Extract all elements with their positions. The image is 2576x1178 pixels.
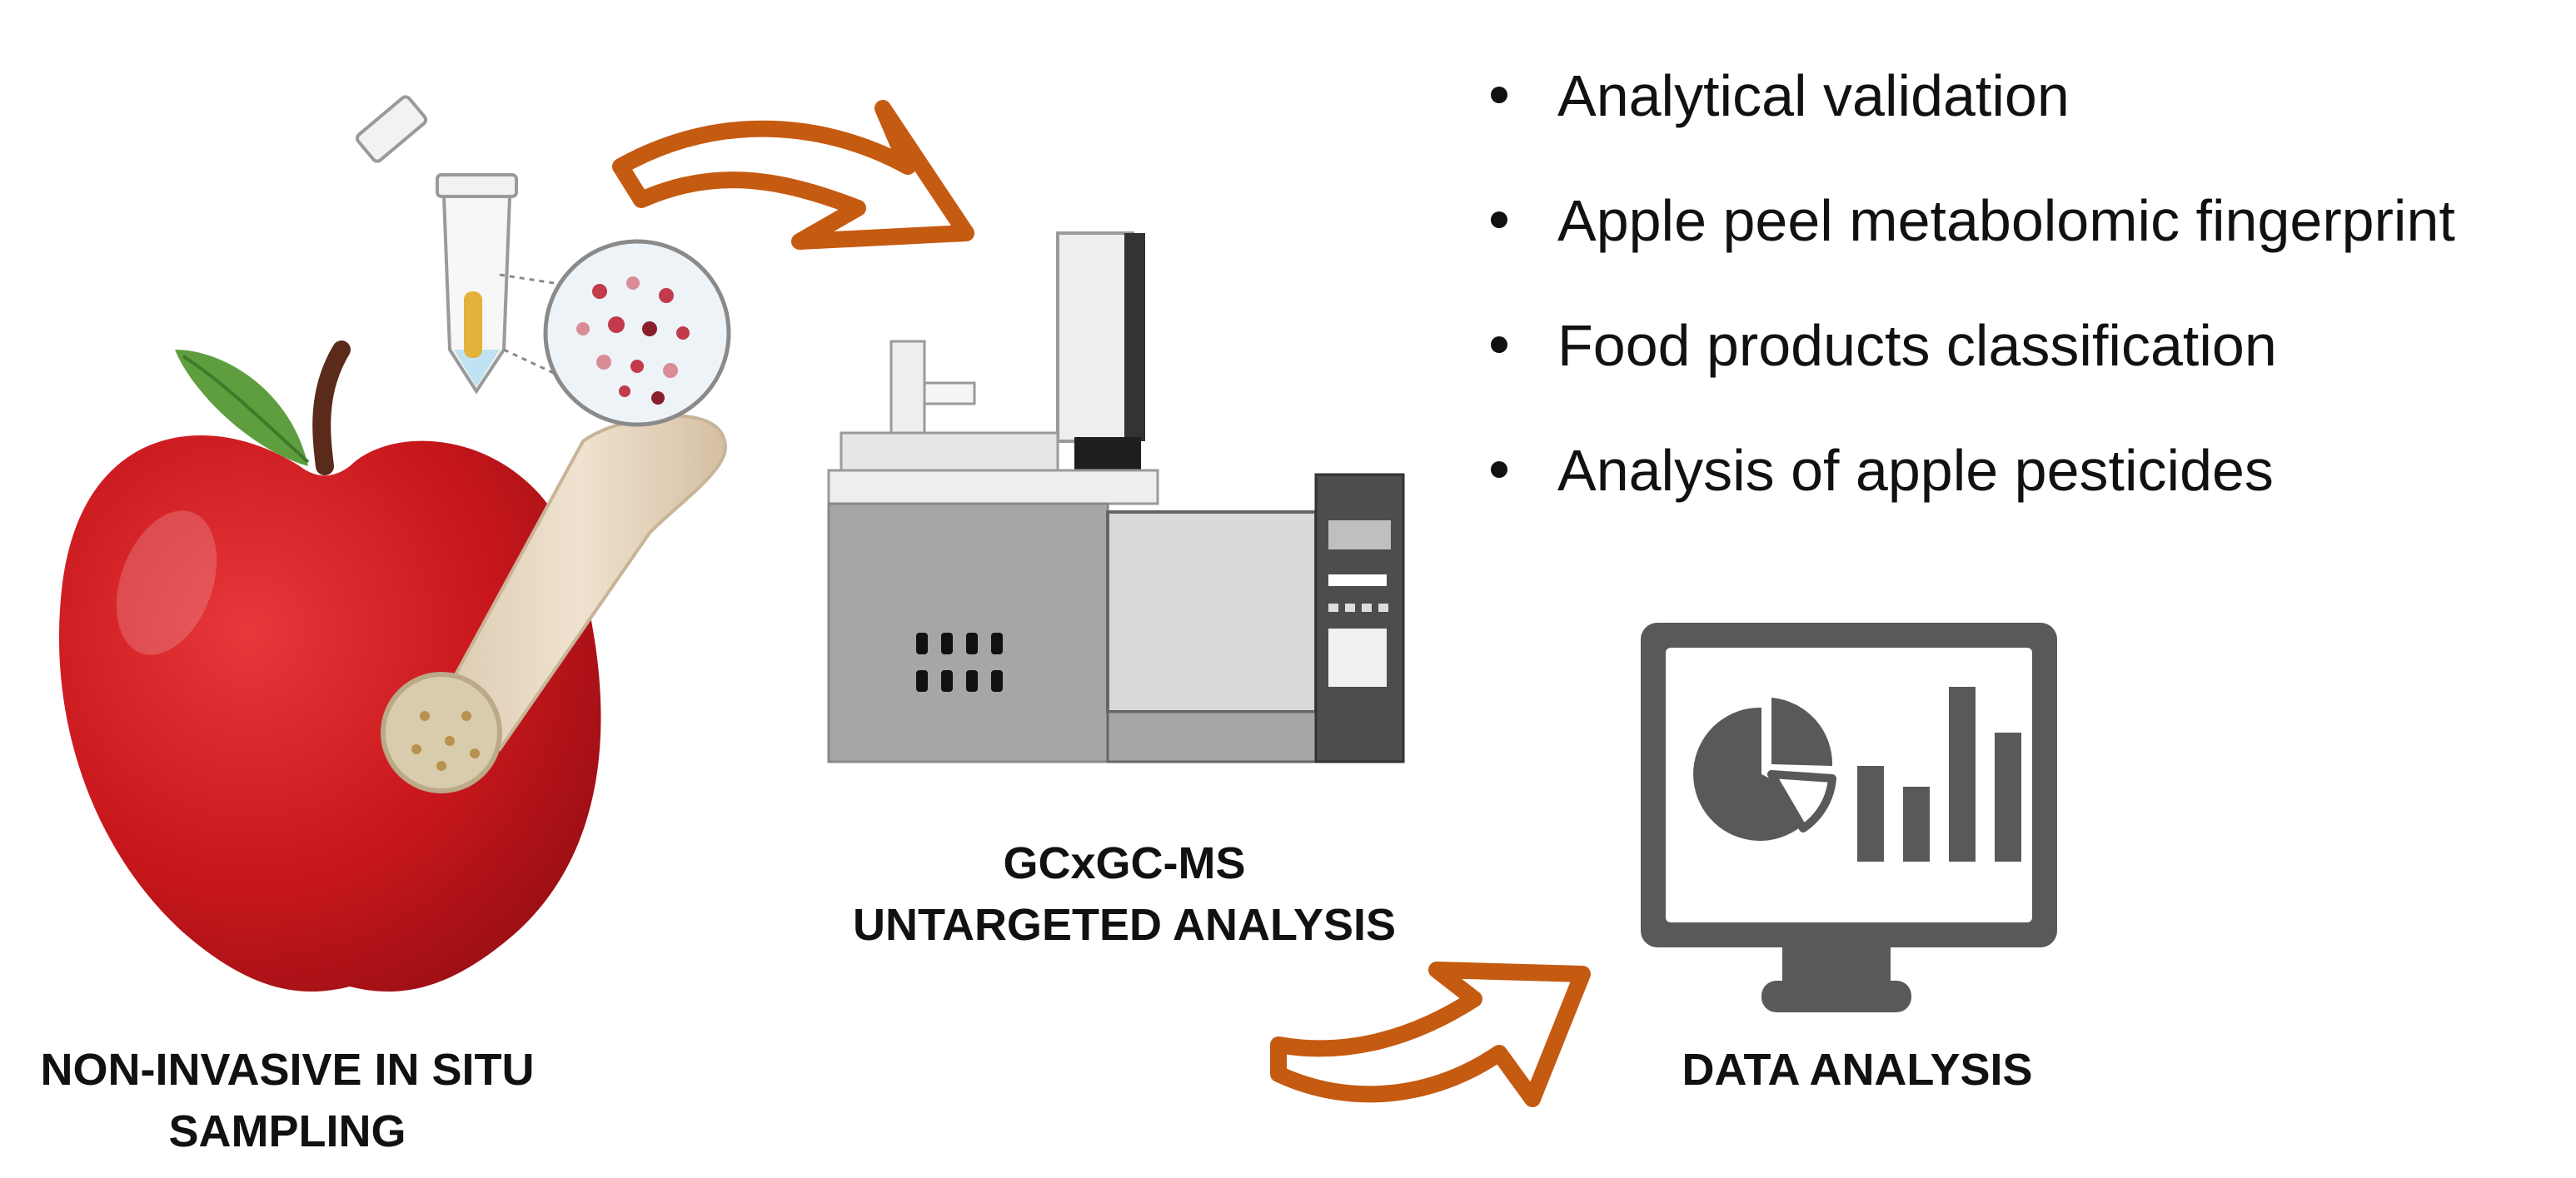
sampling-label-line1: NON-INVASIVE IN SITU [40, 1045, 535, 1095]
gc-instrument-icon [827, 231, 1405, 763]
data-analysis-label-text: DATA ANALYSIS [1682, 1045, 2033, 1095]
list-item: Analysis of apple pesticides [1491, 408, 2455, 533]
microtube-icon [355, 95, 518, 395]
arrow-icon [612, 100, 974, 250]
bar-chart-icon [1857, 687, 2021, 862]
list-item: Analytical validation [1491, 33, 2455, 158]
monitor-icon [1641, 623, 2057, 1012]
sampling-label: NON-INVASIVE IN SITU SAMPLING [0, 1039, 575, 1162]
leaf-icon [175, 350, 308, 466]
sampling-label-line2: SAMPLING [168, 1106, 406, 1156]
list-item: Apple peel metabolomic fingerprint [1491, 158, 2455, 283]
instrument-label-line1: GCxGC-MS [1003, 838, 1246, 888]
magnifier-icon [499, 239, 731, 427]
pie-chart-icon [1693, 698, 1836, 841]
finger-icon [381, 414, 728, 793]
list-item: Food products classification [1491, 283, 2455, 408]
instrument-label-line2: UNTARGETED ANALYSIS [852, 900, 1397, 950]
apple-icon [58, 340, 601, 992]
instrument-label: GCxGC-MS UNTARGETED ANALYSIS [800, 833, 1449, 956]
applications-list: Analytical validation Apple peel metabol… [1491, 33, 2455, 533]
arrow-icon [1270, 962, 1591, 1107]
data-analysis-label: DATA ANALYSIS [1599, 1039, 2115, 1101]
